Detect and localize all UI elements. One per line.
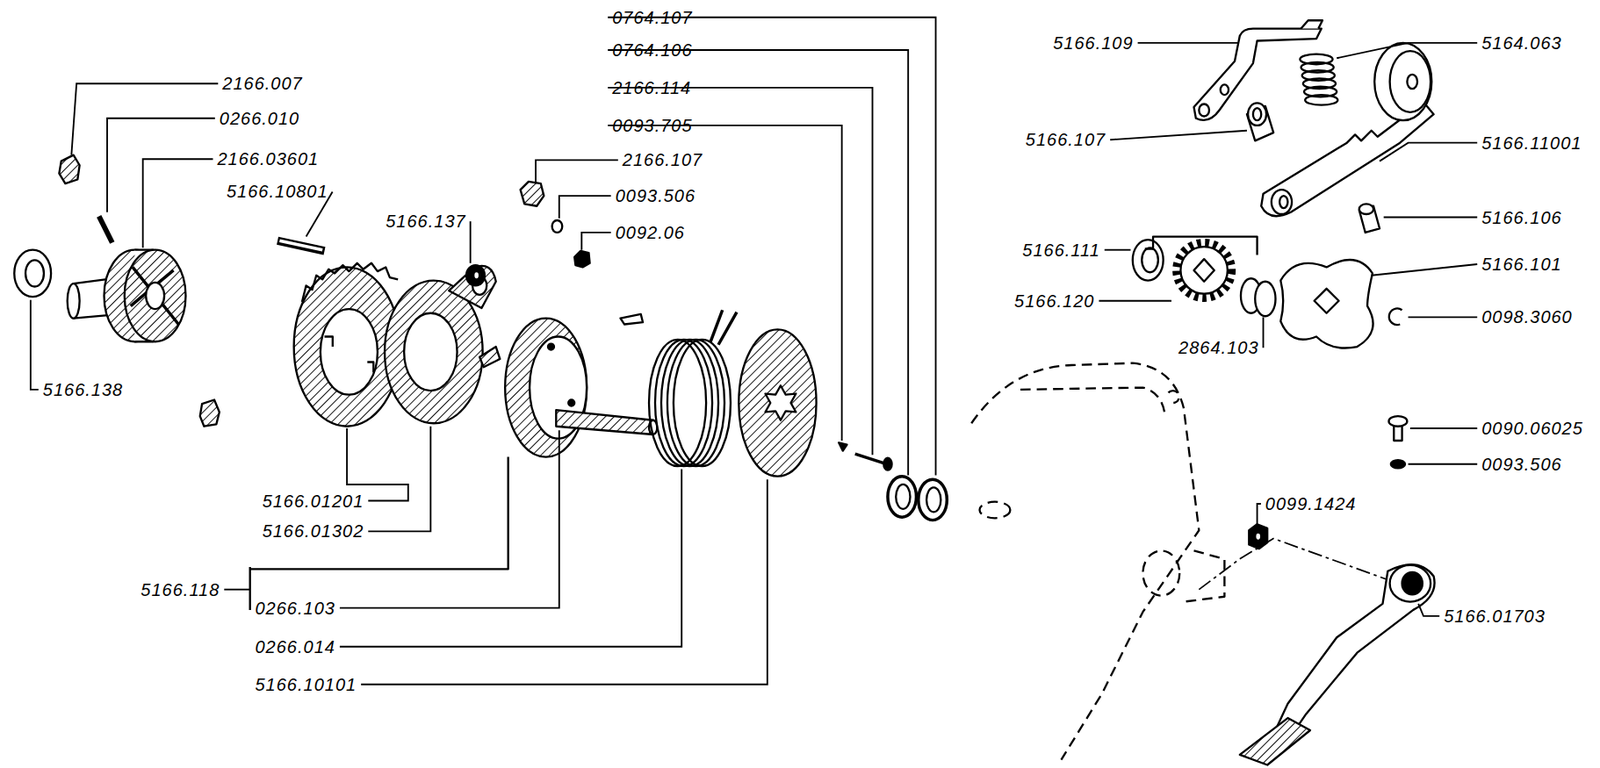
leader-line [607, 125, 842, 441]
circlip [1389, 308, 1403, 325]
screw [838, 442, 892, 470]
nut [520, 181, 591, 268]
callout-number: 5166.11001 [1481, 133, 1582, 153]
callout-number: 0764.106 [612, 40, 692, 60]
callout-number: 2166.007 [222, 73, 303, 94]
callout-number: 5166.138 [43, 380, 123, 400]
leader-line [1408, 316, 1478, 318]
callout-number: 2166.114 [612, 78, 692, 98]
washer [887, 476, 947, 521]
pin [277, 240, 325, 252]
bracket [250, 237, 1258, 611]
callout-number: 0098.3060 [1481, 307, 1573, 327]
housing-outline [971, 363, 1225, 761]
nut [1248, 524, 1268, 549]
leader-line [1098, 300, 1172, 303]
callout-number: 0093.705 [612, 115, 692, 136]
leader-line [1138, 42, 1239, 44]
leader-line [559, 195, 612, 219]
leader-line [1104, 249, 1132, 252]
leader-line [1383, 216, 1478, 219]
leader-line [367, 426, 431, 533]
leader-line [1109, 130, 1247, 140]
leader-line [1379, 143, 1478, 162]
bushing [1246, 102, 1274, 141]
leader-line [71, 83, 218, 155]
leader-line [1408, 463, 1478, 466]
callout-number: 5166.10101 [254, 675, 357, 695]
stop-plate [384, 266, 500, 424]
callout-number: 5166.120 [1014, 291, 1095, 311]
callout-number: 5166.106 [1481, 208, 1562, 228]
callout-number: 0764.107 [612, 7, 692, 28]
leader-line [30, 300, 39, 390]
key [619, 314, 643, 325]
leader-line [607, 87, 873, 455]
callout-number: 0099.1424 [1265, 494, 1357, 514]
leader-line [535, 159, 619, 184]
drum [67, 250, 187, 343]
callout-number: 0092.06 [615, 223, 685, 243]
knob [1280, 259, 1373, 348]
callout-number: 0266.014 [254, 637, 335, 657]
callout-number: 5166.101 [1481, 254, 1562, 274]
leader-line [107, 118, 216, 213]
callout-number: 2864.103 [1178, 338, 1259, 358]
cover-disc [738, 329, 816, 476]
nut [466, 265, 485, 286]
kickstart-lever [1239, 564, 1435, 765]
leader-line [223, 589, 250, 591]
callout-number: 0266.103 [254, 598, 335, 619]
callout-number: 5166.118 [140, 580, 220, 600]
callout-number: 5166.111 [1022, 240, 1100, 260]
leader-line [1371, 264, 1478, 276]
leader-line [607, 17, 936, 476]
leader-line [607, 50, 909, 476]
callout-number: 5164.063 [1481, 33, 1562, 53]
screw [1388, 416, 1407, 469]
callout-number: 5166.10801 [226, 181, 329, 202]
callout-number: 0266.010 [219, 108, 300, 129]
leader-line [581, 232, 611, 251]
callout-number: 0090.06025 [1481, 418, 1584, 439]
leader-line [1418, 604, 1440, 617]
callout-number: 5166.109 [1052, 33, 1133, 53]
callout-number: 5166.01302 [262, 521, 365, 541]
bushing [1359, 203, 1380, 233]
spring [1299, 54, 1338, 106]
leader-line [360, 479, 768, 685]
centre-line [1198, 539, 1399, 591]
callout-number: 0093.506 [615, 186, 696, 206]
leader-line [339, 430, 560, 608]
leader-line [469, 221, 472, 264]
leader-line [1336, 43, 1478, 58]
callout-number: 5166.01703 [1443, 606, 1546, 627]
leader-line [143, 158, 214, 248]
callout-number: 0093.506 [1481, 454, 1562, 475]
leader-line [1262, 317, 1265, 348]
leader-line [346, 428, 409, 502]
gear [1176, 243, 1233, 299]
spring [648, 309, 737, 467]
callout-number: 2166.03601 [217, 149, 320, 169]
washer [1240, 278, 1276, 317]
pin [99, 216, 113, 243]
leader-line [339, 469, 682, 648]
washer [1132, 239, 1164, 281]
callout-number: 5166.137 [385, 211, 466, 231]
washer [14, 250, 51, 297]
disc [504, 318, 657, 458]
callout-number: 5166.01201 [262, 491, 365, 512]
callout-number: 5166.107 [1025, 129, 1106, 150]
callout-number: 2166.107 [622, 150, 703, 170]
arm [1261, 43, 1434, 217]
leader-line [1257, 504, 1262, 525]
leader-line [1410, 427, 1478, 430]
